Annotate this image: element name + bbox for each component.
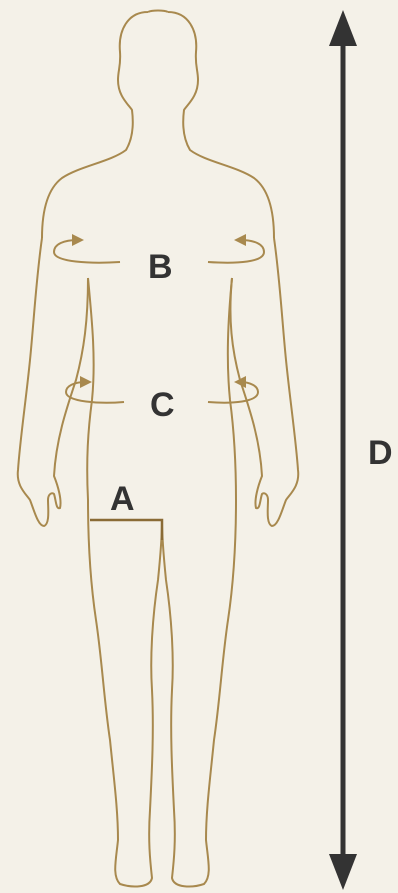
height-arrow-bottom-head <box>329 854 357 890</box>
inseam-marker-line <box>90 520 162 540</box>
head-outline <box>42 11 274 239</box>
waist-arrow-right <box>208 382 258 403</box>
chest-arrow-right <box>208 240 264 263</box>
label-a: A <box>102 482 143 516</box>
chest-arrow-left <box>54 240 120 263</box>
label-c: C <box>142 388 183 422</box>
label-b: B <box>140 250 181 284</box>
label-d: D <box>368 436 393 470</box>
height-arrow-top-head <box>329 10 357 46</box>
legs-outline <box>88 500 236 886</box>
